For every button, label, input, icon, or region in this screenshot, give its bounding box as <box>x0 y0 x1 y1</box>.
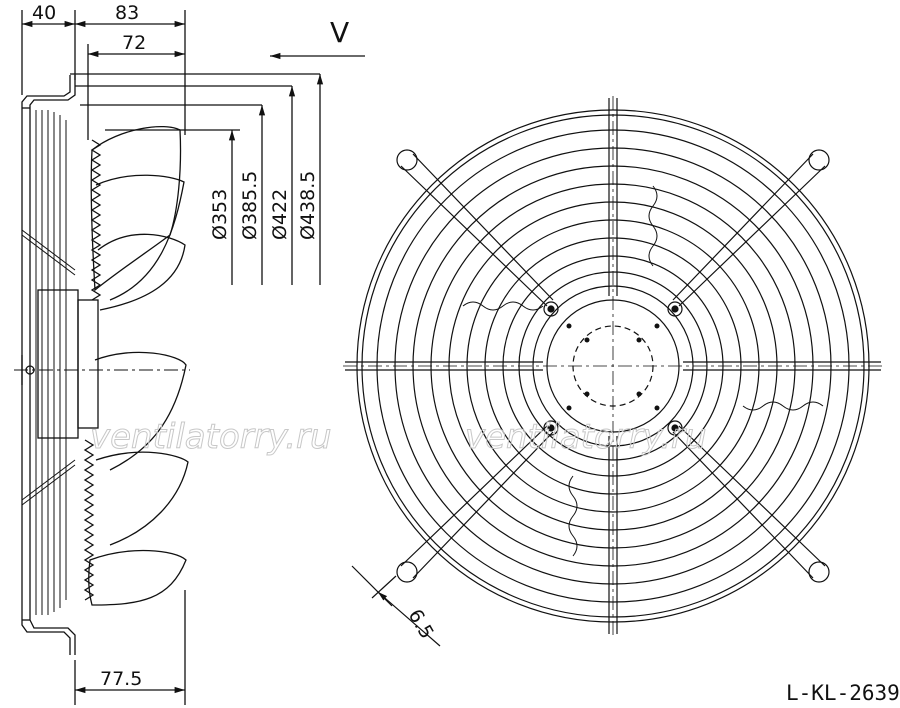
drawing-code: L-KL-2639 <box>786 681 900 705</box>
dim-diameter-385: Ø385.5 <box>239 171 261 240</box>
dim-hole-size: 6.5 <box>404 606 438 643</box>
dim-overall-depth: 40 <box>32 2 56 24</box>
side-view <box>14 10 365 705</box>
view-label: V <box>330 16 349 49</box>
dim-diameter-353: Ø353 <box>209 189 231 240</box>
dim-blade-depth: 72 <box>122 32 146 54</box>
dim-diameter-422: Ø422 <box>269 189 291 240</box>
front-view <box>343 96 883 636</box>
hole-dimension <box>351 565 441 647</box>
watermark: ventilatorry.ru <box>465 417 707 457</box>
dim-diameter-438: Ø438.5 <box>297 171 319 240</box>
dim-base-depth: 77.5 <box>100 668 142 690</box>
dim-guard-to-hub: 83 <box>115 2 139 24</box>
watermark: ventilatorry.ru <box>90 417 332 457</box>
